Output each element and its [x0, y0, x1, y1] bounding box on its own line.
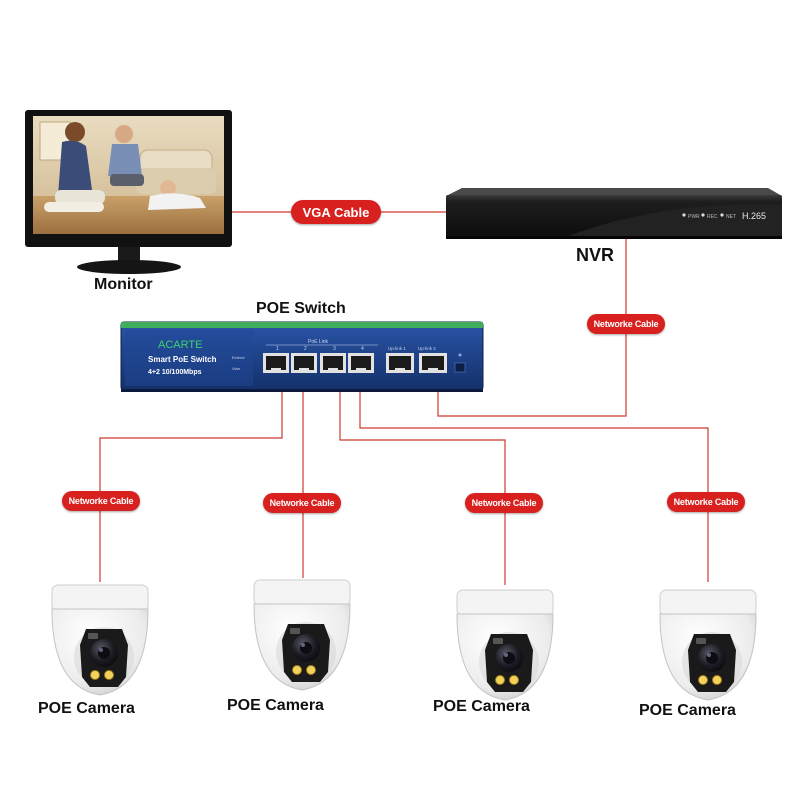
camera-4-label: POE Camera: [639, 702, 736, 719]
dc-power-port: [454, 362, 466, 373]
camera-2-network-cable-badge: Networke Cable: [263, 493, 341, 513]
nvr-indicator-label: PWR: [688, 214, 700, 220]
switch-spec-label: 4+2 10/100Mbps: [148, 369, 202, 376]
dome-camera-3: [456, 589, 554, 701]
camera-1-cable-line: [99, 390, 283, 582]
nvr-label: NVR: [576, 245, 615, 265]
switch-port-number: 1: [276, 346, 279, 352]
camera-3-label: POE Camera: [433, 698, 530, 715]
camera-4-network-cable-badge: Networke Cable: [667, 492, 745, 512]
camera-2-label: POE Camera: [227, 697, 324, 714]
poe-switch-label: POE Switch: [256, 300, 346, 317]
uplink-port: [386, 353, 414, 373]
poe-switch-device: ACARTE Smart PoE Switch 4+2 10/100Mbps E…: [120, 321, 484, 392]
nvr-codec-badge: H.265: [742, 211, 766, 221]
switch-uplink-label: Up-link 1: [388, 346, 406, 351]
rj45-port: [263, 353, 289, 373]
camera-1-network-cable-badge: Networke Cable: [62, 491, 140, 511]
switch-port-number: 4: [361, 346, 364, 352]
uplink-port: [419, 353, 447, 373]
switch-indicator-label: Extend: [232, 355, 244, 360]
rj45-port: [291, 353, 317, 373]
dome-camera-4: [659, 589, 757, 701]
camera-3-network-cable-badge: Networke Cable: [465, 493, 543, 513]
dome-camera-1: [51, 584, 149, 696]
nvr-device: PWR REC NET H.265: [446, 188, 782, 239]
dome-camera-2: [253, 579, 351, 691]
monitor-label: Monitor: [94, 276, 153, 293]
switch-brand-label: ACARTE: [158, 339, 202, 351]
camera-1-label: POE Camera: [38, 700, 135, 717]
nvr-indicator-label: NET: [726, 214, 736, 220]
camera-3-cable-line: [339, 390, 506, 585]
monitor-device: [25, 110, 232, 274]
switch-indicator-label: Vlan: [232, 366, 240, 371]
switch-poe-group-label: PoE Link: [308, 339, 329, 345]
switch-port-number: 2: [304, 346, 307, 352]
camera-4-cable-line: [359, 390, 709, 582]
rj45-port: [320, 353, 346, 373]
cables: [99, 211, 709, 585]
rj45-port: [348, 353, 374, 373]
vga-cable-badge: VGA Cable: [291, 200, 381, 224]
switch-uplink-label: Up-link 2: [418, 346, 436, 351]
nvr-indicator-label: REC: [707, 214, 718, 220]
switch-model-label: Smart PoE Switch: [148, 355, 217, 364]
nvr-network-cable-badge: Networke Cable: [587, 314, 665, 334]
switch-port-number: 3: [333, 346, 336, 352]
